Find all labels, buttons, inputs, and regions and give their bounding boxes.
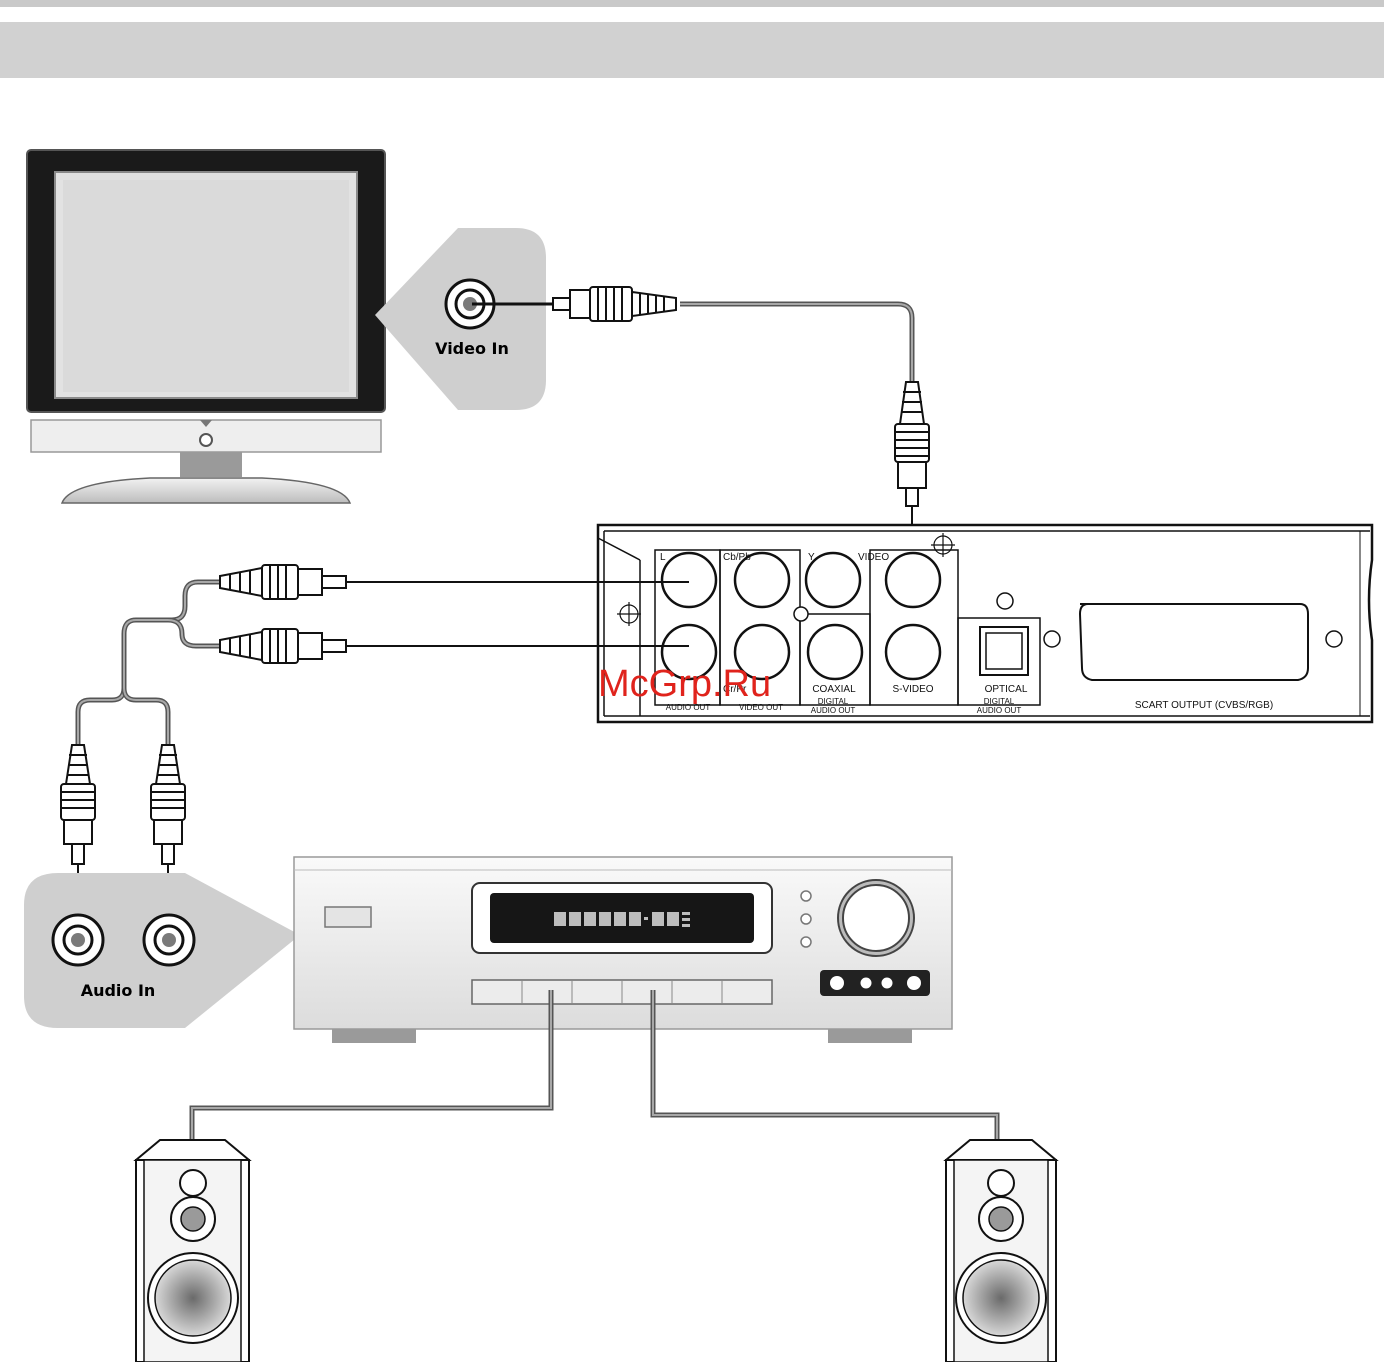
scart-label: SCART OUTPUT (CVBS/RGB) <box>1135 700 1273 711</box>
audio-plug-top <box>220 565 346 599</box>
av-receiver <box>294 857 952 1043</box>
speaker-right <box>946 1140 1056 1362</box>
video-label: VIDEO <box>858 552 889 563</box>
digital-audio-out-opt-2: AUDIO OUT <box>977 706 1022 715</box>
video-in-label: Video In <box>435 339 509 358</box>
speaker-left <box>136 1140 249 1362</box>
digital-audio-out-opt-1: DIGITAL <box>984 697 1015 706</box>
cb-pb-label: Cb/Pb <box>723 552 751 563</box>
watermark-text: McGrp.Ru <box>598 663 771 705</box>
y-label: Y <box>808 552 815 563</box>
digital-audio-out-coax-1: DIGITAL <box>818 697 849 706</box>
coaxial-label: COAXIAL <box>812 684 856 695</box>
s-video-label: S-VIDEO <box>892 684 933 695</box>
digital-audio-out-coax-2: AUDIO OUT <box>811 706 856 715</box>
audio-plug-bottom <box>220 629 346 663</box>
audio-in-label: Audio In <box>81 981 156 1000</box>
tv <box>27 150 385 503</box>
video-plug-horizontal <box>553 287 676 321</box>
audio-in-callout: Audio In <box>24 873 300 1028</box>
optical-label: OPTICAL <box>985 684 1028 695</box>
video-in-callout: Video In <box>375 228 546 410</box>
audio-l-label: L <box>660 552 666 563</box>
